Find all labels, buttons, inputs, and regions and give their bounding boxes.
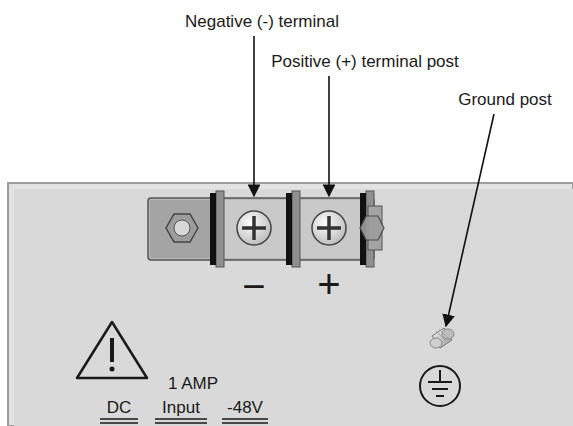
warning-triangle xyxy=(77,322,147,378)
leader-arrow xyxy=(446,114,494,326)
ground-post xyxy=(430,328,454,348)
double-underline xyxy=(100,419,268,423)
callout-label: Ground post xyxy=(458,91,552,110)
input-label: DC xyxy=(107,399,132,418)
ground-symbol xyxy=(420,366,460,406)
panel-face xyxy=(14,189,573,426)
input-label: Input xyxy=(162,399,200,418)
rating-label: 1 AMP xyxy=(168,375,218,394)
polarity-mark: + xyxy=(317,262,340,306)
input-label: -48V xyxy=(227,399,263,418)
callout-label: Negative (-) terminal xyxy=(185,13,339,32)
leader-lines xyxy=(254,36,494,326)
callout-label: Positive (+) terminal post xyxy=(271,53,459,72)
positive-screw xyxy=(312,211,346,245)
panel xyxy=(8,183,573,426)
leader-arrow xyxy=(328,76,330,196)
terminal-block xyxy=(148,191,384,267)
leader-arrow xyxy=(253,36,255,196)
polarity-mark: − xyxy=(242,264,265,308)
negative-screw xyxy=(237,211,271,245)
